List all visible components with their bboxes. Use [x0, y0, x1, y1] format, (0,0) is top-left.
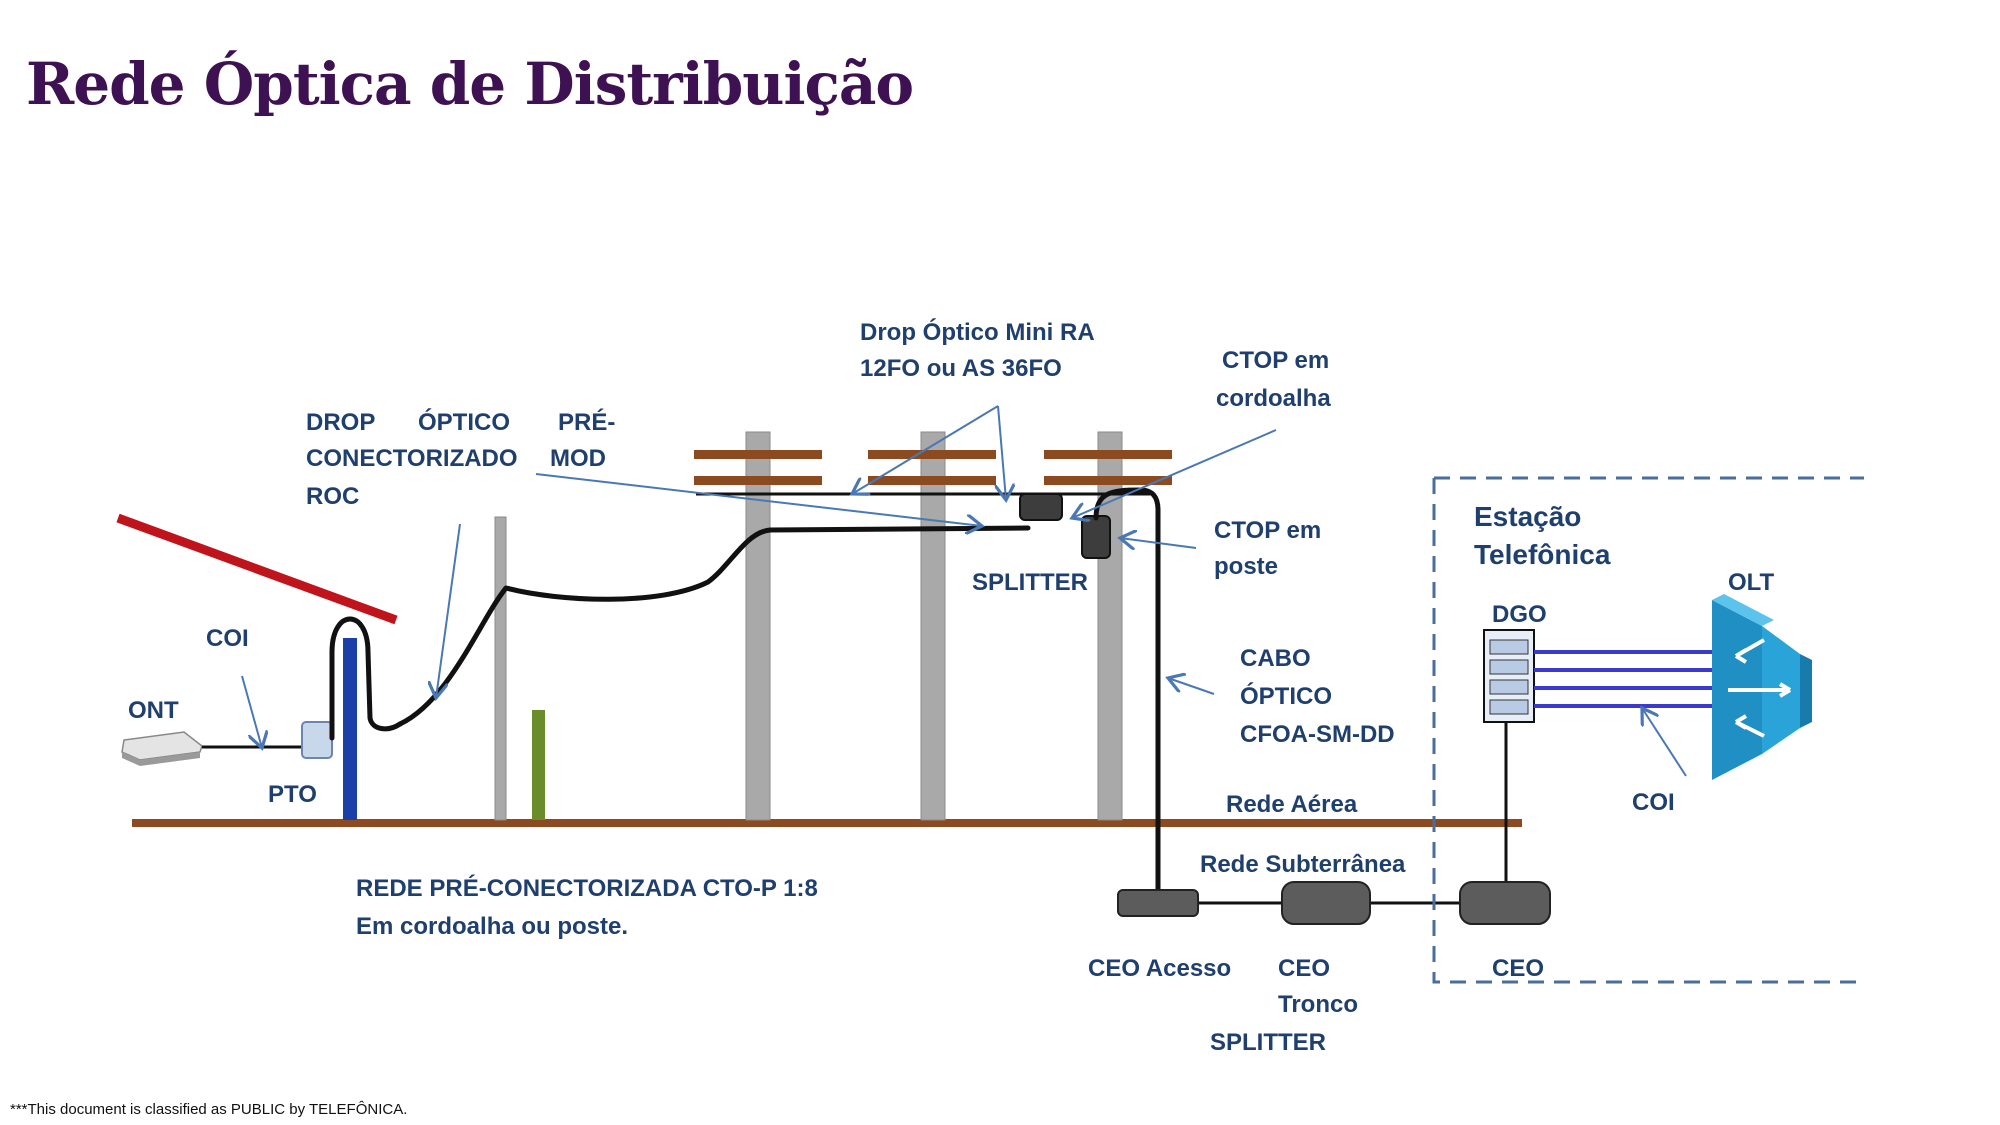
ground-line: [132, 819, 1522, 827]
olt-icon: [1712, 594, 1812, 780]
label-coi-left: COI: [206, 625, 249, 652]
label-cabo-optico: CABO ÓPTICO CFOA-SM-DD: [1240, 645, 1395, 748]
label-pto: PTO: [268, 781, 317, 808]
optical-cable: [1093, 487, 1161, 905]
label-ceo-acesso: CEO Acesso: [1088, 955, 1231, 982]
label-splitter-bottom: SPLITTER: [1210, 1029, 1326, 1056]
label-ceo: CEO: [1492, 955, 1544, 982]
drop-loop-cable: [329, 616, 403, 741]
ctop-cordoalha-box: [1019, 493, 1063, 521]
label-dgo: DGO: [1492, 601, 1547, 628]
house-wall-post: [343, 638, 357, 820]
label-ctop-poste: CTOP em poste: [1214, 517, 1328, 580]
label-rede-subterranea: Rede Subterrânea: [1200, 851, 1406, 878]
ctop-poste-box: [1081, 515, 1111, 559]
pto-box: [301, 721, 333, 759]
drop-cable: [397, 525, 1031, 727]
label-olt: OLT: [1728, 569, 1775, 596]
crossarm: [868, 450, 996, 459]
house-roof: [116, 513, 398, 625]
green-post: [532, 710, 545, 820]
label-drop-roc: DROP ÓPTICO PRÉ- CONECTORIZADO MOD ROC: [306, 408, 622, 510]
crossarm: [868, 476, 996, 485]
station-boundary: [1432, 476, 1864, 984]
label-drop-mini-ra: Drop Óptico Mini RA 12FO ou AS 36FO: [860, 318, 1100, 382]
label-ceo-tronco: CEO Tronco: [1278, 955, 1358, 1018]
crossarm: [1044, 450, 1172, 459]
pole-1: [745, 431, 771, 821]
label-coi-right: COI: [1632, 789, 1675, 816]
page-title: Rede Óptica de Distribuição: [26, 50, 913, 118]
crossarm: [694, 450, 822, 459]
pole-small: [494, 516, 507, 821]
label-rede-pre-conectorizada: REDE PRÉ-CONECTORIZADA CTO-P 1:8 Em cord…: [356, 874, 825, 940]
ceo-tronco-closure: [1281, 881, 1371, 925]
ceo-closure: [1459, 881, 1551, 925]
label-splitter-top: SPLITTER: [972, 569, 1088, 596]
classification-footer: ***This document is classified as PUBLIC…: [10, 1101, 407, 1118]
dgo-rack: [1483, 629, 1535, 723]
pointer-arrows: [241, 405, 1687, 777]
crossarm: [1044, 476, 1172, 485]
ceo-acesso-closure: [1117, 889, 1199, 917]
label-estacao: Estação Telefônica: [1474, 501, 1611, 570]
label-rede-aerea: Rede Aérea: [1226, 791, 1358, 818]
label-ctop-cordoalha: CTOP em cordoalha: [1216, 347, 1336, 412]
label-ont: ONT: [128, 697, 179, 724]
crossarm: [694, 476, 822, 485]
ont-device-icon: [121, 731, 203, 766]
coi-fibers: [1534, 650, 1712, 708]
pole-2: [920, 431, 946, 821]
